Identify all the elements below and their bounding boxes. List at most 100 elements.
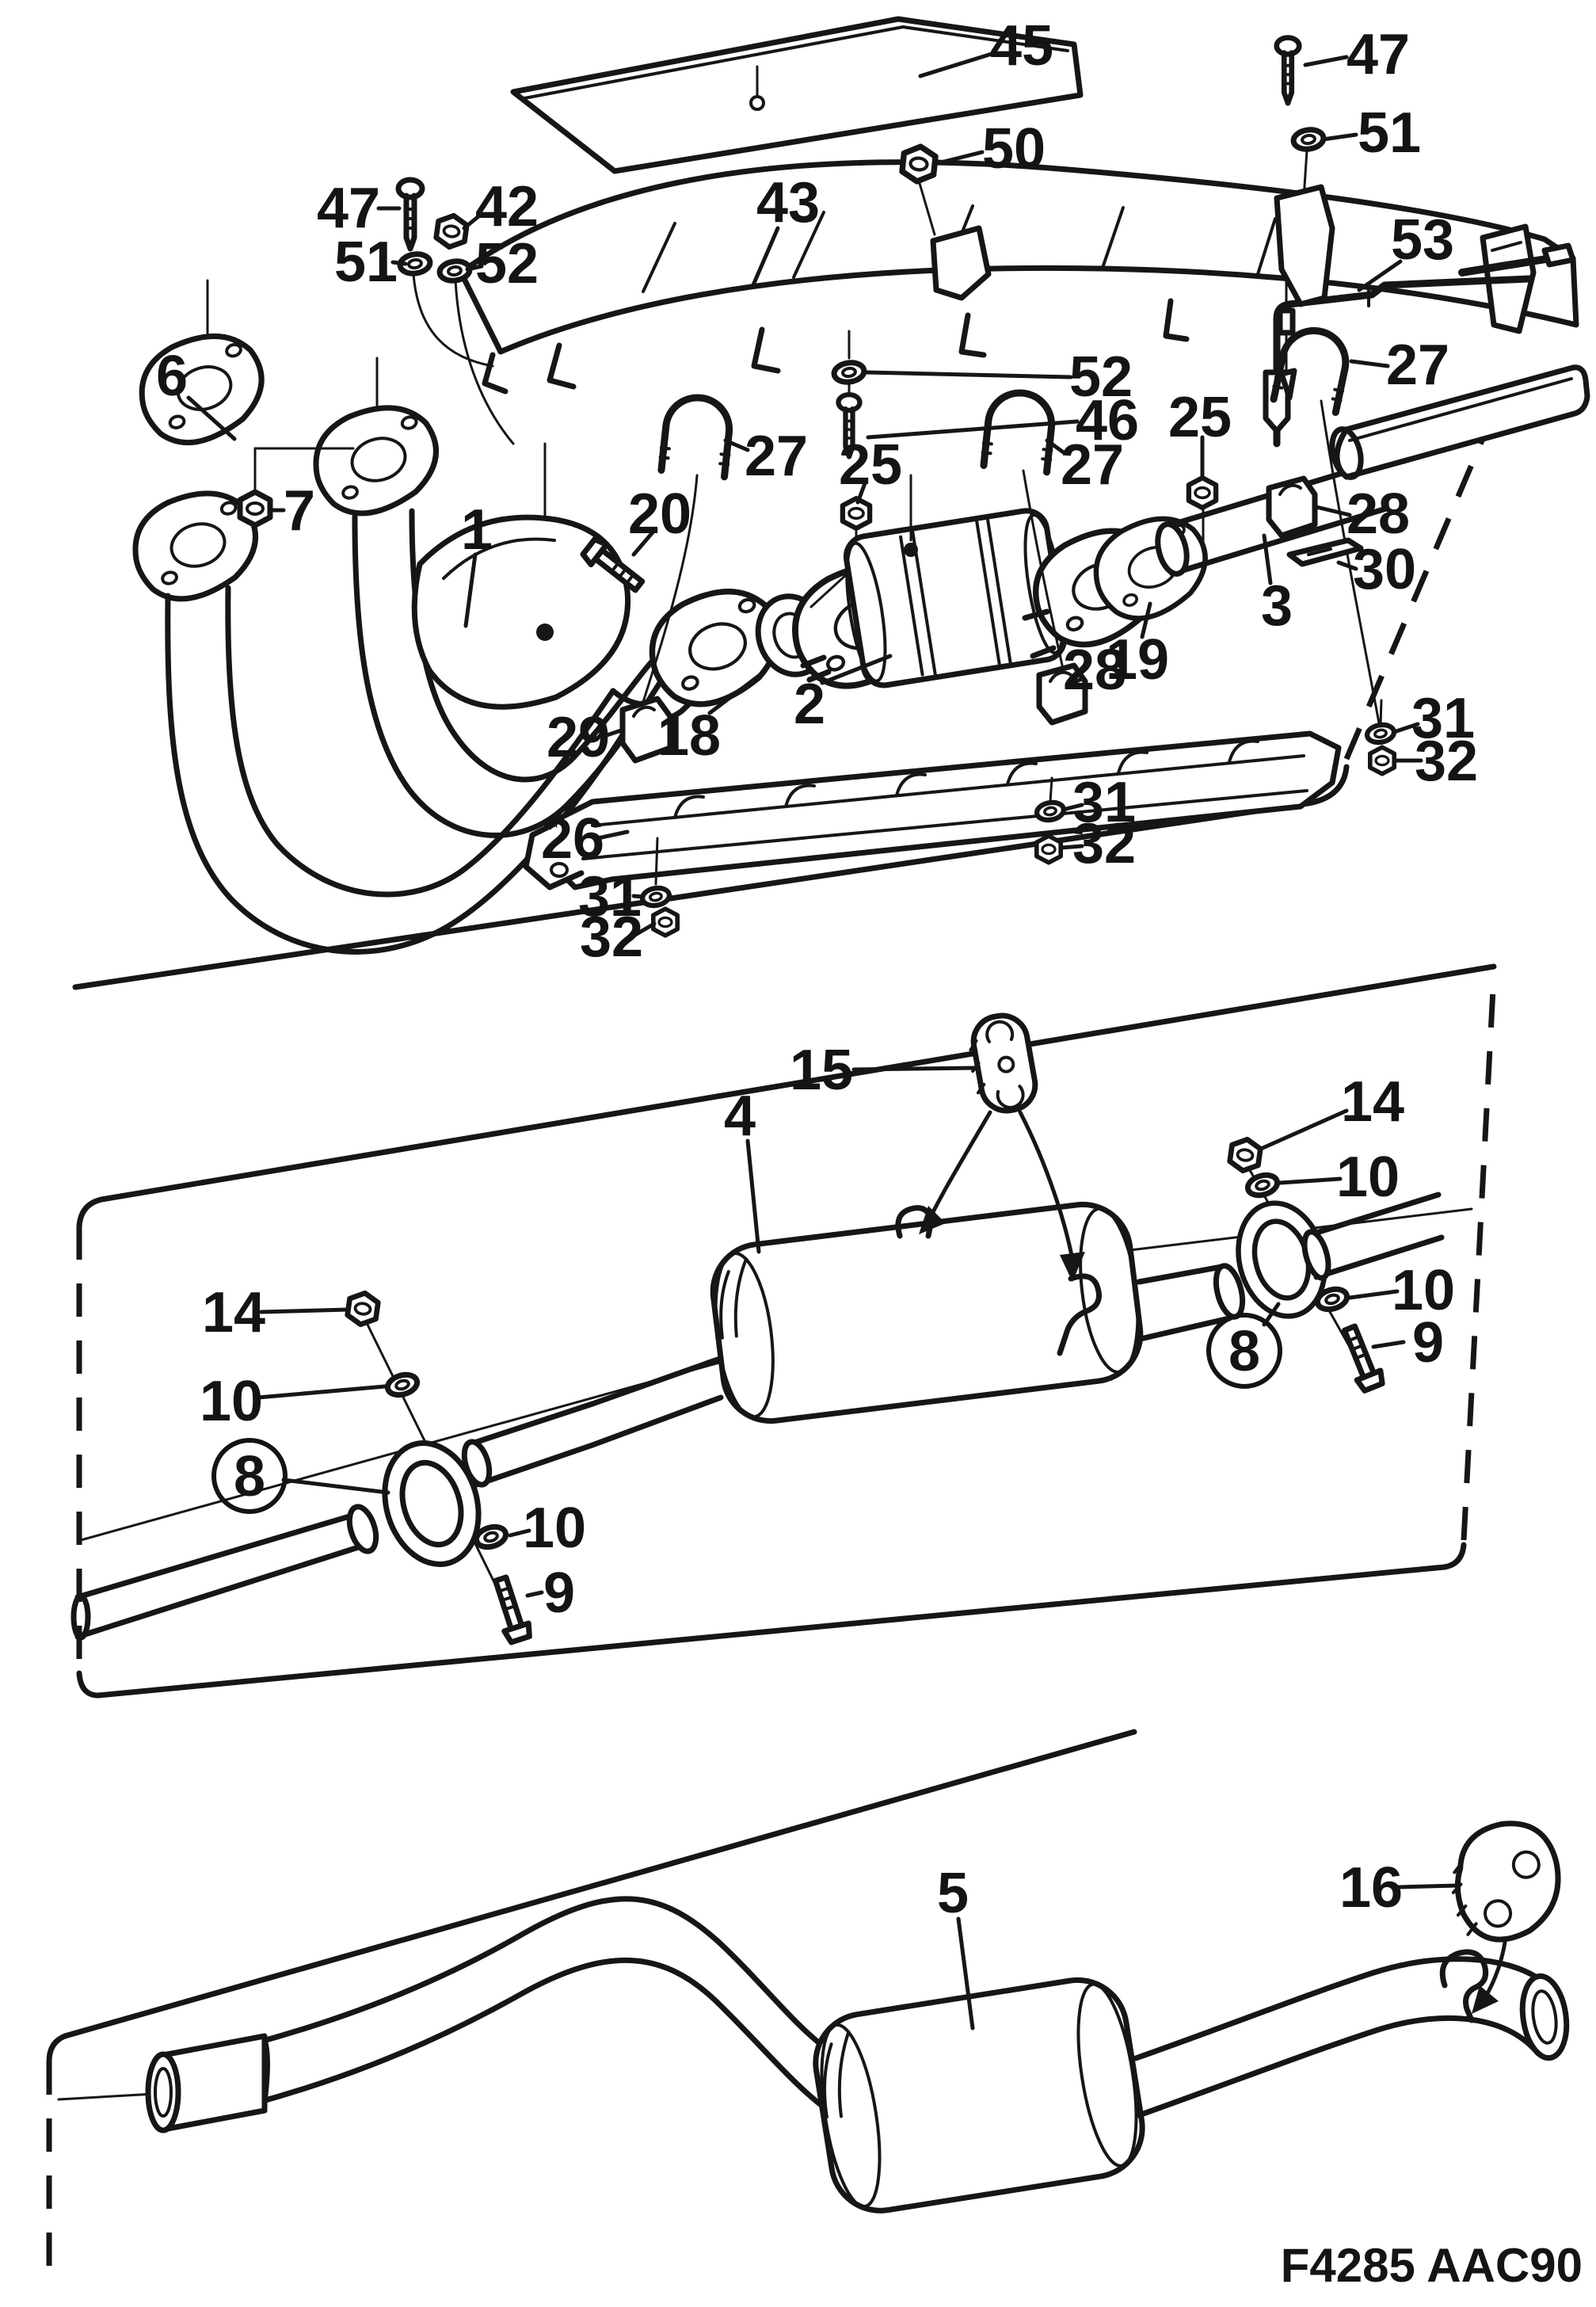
callout-14: 14 — [1259, 1070, 1404, 1151]
svg-text:6: 6 — [156, 345, 188, 408]
svg-text:47: 47 — [317, 177, 380, 240]
callout-15: 15 — [790, 1039, 977, 1102]
washer-52-icon — [439, 259, 471, 282]
front-pipe-end — [70, 1504, 379, 1641]
callout-45: 45 — [918, 14, 1053, 78]
svg-text:32: 32 — [580, 906, 643, 969]
svg-text:4: 4 — [724, 1085, 756, 1148]
callout-31: 31 — [1392, 687, 1475, 750]
svg-text:50: 50 — [982, 117, 1046, 181]
callout-31: 31 — [1061, 771, 1136, 834]
callout-51: 51 — [1320, 101, 1421, 165]
bottom-section — [57, 1821, 1570, 2214]
svg-text:14: 14 — [1341, 1070, 1404, 1134]
nut-25-icon — [1189, 478, 1216, 508]
svg-text:26: 26 — [541, 807, 604, 871]
callout-10: 10 — [508, 1497, 586, 1560]
svg-text:53: 53 — [1391, 208, 1454, 272]
hanger-hook — [1439, 1949, 1489, 2023]
callout-26: 26 — [541, 807, 630, 871]
nut-7 — [240, 447, 355, 525]
callout-1: 1 — [461, 498, 493, 628]
callout-3: 3 — [1261, 533, 1293, 638]
callout-50: 50 — [939, 117, 1046, 181]
svg-text:51: 51 — [334, 231, 398, 294]
mount-hardware-top-left — [398, 180, 515, 445]
callout-32: 32 — [580, 906, 657, 969]
mount-hardware-52-46 — [833, 330, 866, 456]
bolt-47-icon — [398, 180, 422, 249]
svg-text:52: 52 — [475, 232, 539, 296]
svg-text:9: 9 — [543, 1562, 575, 1625]
nut-50-icon — [901, 145, 936, 183]
bolt-47-icon — [1277, 38, 1300, 104]
manifold-gaskets-6 — [123, 279, 448, 610]
svg-text:19: 19 — [1106, 628, 1169, 692]
svg-text:43: 43 — [756, 171, 820, 235]
svg-text:30: 30 — [1353, 538, 1416, 601]
callout-6: 6 — [156, 345, 237, 441]
pipe-heat-shield — [411, 514, 631, 710]
tailpipe — [1133, 1949, 1570, 2118]
callout-10: 10 — [1347, 1259, 1455, 1322]
nut-32-icon — [1370, 747, 1394, 774]
callout-16: 16 — [1339, 1856, 1460, 1920]
svg-text:51: 51 — [1358, 101, 1421, 165]
bolt-9-icon — [489, 1575, 532, 1643]
callout-47: 47 — [317, 177, 402, 240]
middle-muffler-4 — [710, 1201, 1246, 1424]
callout-19: 19 — [1106, 601, 1169, 692]
svg-text:5: 5 — [937, 1862, 969, 1925]
svg-text:29: 29 — [547, 706, 610, 769]
callout-20: 20 — [628, 482, 691, 557]
svg-text:20: 20 — [628, 482, 691, 546]
washer-52-icon — [833, 360, 866, 383]
clamps-and-retainers — [619, 475, 1364, 764]
callout-25: 25 — [839, 433, 902, 505]
rubber-hanger-15 — [919, 1012, 1085, 1282]
nut-14-icon — [346, 1291, 379, 1327]
callout-10: 10 — [200, 1370, 387, 1433]
svg-text:42: 42 — [475, 175, 539, 238]
svg-text:25: 25 — [839, 433, 902, 497]
bolt-9-icon — [1338, 1324, 1385, 1392]
svg-text:27: 27 — [745, 425, 808, 488]
svg-text:8: 8 — [234, 1445, 265, 1508]
svg-text:10: 10 — [1336, 1146, 1400, 1209]
nut-14-icon — [1228, 1138, 1261, 1173]
svg-text:7: 7 — [284, 479, 315, 543]
tailpipe-stub — [1301, 1192, 1445, 1281]
svg-text:10: 10 — [523, 1497, 586, 1560]
callout-51: 51 — [334, 231, 408, 294]
callout-18: 18 — [657, 671, 764, 768]
callout-47: 47 — [1303, 23, 1410, 86]
svg-text:32: 32 — [1415, 730, 1478, 793]
callout-2: 2 — [794, 654, 893, 736]
washer-31-icon — [1366, 723, 1395, 744]
retainer-30 — [1286, 537, 1364, 567]
callout-14: 14 — [202, 1281, 351, 1344]
nut-42-icon — [435, 214, 467, 250]
washer-51-icon — [1293, 128, 1325, 151]
svg-text:3: 3 — [1261, 574, 1293, 638]
hanger-hook — [1057, 1273, 1102, 1356]
hanger-bracket — [930, 225, 992, 301]
washer-10-icon — [385, 1371, 419, 1398]
rubber-hanger-16 — [1451, 1821, 1561, 2014]
callout-10: 10 — [1278, 1146, 1400, 1209]
callout-28: 28 — [1314, 482, 1410, 546]
middle-section — [70, 1012, 1473, 1643]
svg-text:28: 28 — [1063, 639, 1126, 702]
svg-text:10: 10 — [1392, 1259, 1455, 1322]
nut-32-icon — [1037, 836, 1061, 863]
svg-text:27: 27 — [1061, 433, 1124, 497]
callout-7: 7 — [270, 479, 315, 543]
u-bolts-27 — [642, 324, 1381, 729]
callout-9: 9 — [1371, 1311, 1444, 1375]
rear-pipe-5 — [145, 1896, 832, 2133]
muffler-inlet-sleeve — [461, 1356, 724, 1488]
nut-7-icon — [240, 492, 270, 525]
callout-25: 25 — [1168, 386, 1232, 479]
svg-text:25: 25 — [1168, 386, 1232, 449]
